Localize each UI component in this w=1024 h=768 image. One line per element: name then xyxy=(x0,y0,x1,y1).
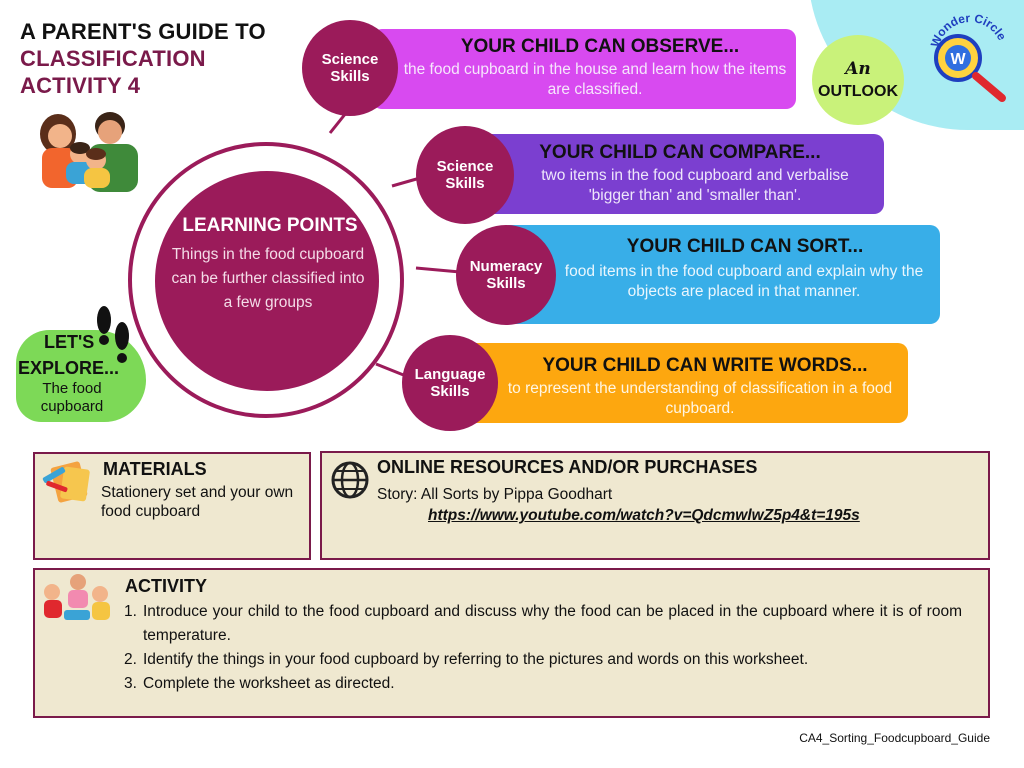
resources-box xyxy=(320,451,990,560)
activity-step-text: Introduce your child to the food cupboar… xyxy=(143,603,962,644)
outlook-an: An xyxy=(845,59,871,79)
materials-heading: MATERIALS xyxy=(103,459,207,479)
skill-bar-observe xyxy=(372,29,796,109)
outlook-word: OUTLOOK xyxy=(818,83,898,100)
materials-text: Stationery set and your own food cupboar… xyxy=(101,484,294,520)
footprints-icon xyxy=(97,306,129,363)
activity-step-number: 3. xyxy=(124,675,137,692)
activity-step-text: Complete the worksheet as directed. xyxy=(143,675,395,692)
activity-step-number: 2. xyxy=(124,651,137,668)
resources-heading: ONLINE RESOURCES AND/OR PURCHASES xyxy=(377,457,758,477)
skill-text-write: to represent the understanding of classi… xyxy=(507,380,893,417)
learning-points-text: Things in the food cupboard can be furth… xyxy=(171,246,365,311)
logo-letter: W xyxy=(950,51,966,68)
skill-text-compare: two items in the food cupboard and verba… xyxy=(541,167,849,204)
skill-heading-observe: YOUR CHILD CAN OBSERVE... xyxy=(460,36,740,57)
title-line-2: CLASSIFICATION xyxy=(20,46,206,71)
footer-filename: CA4_Sorting_Foodcupboard_Guide xyxy=(799,731,990,745)
stationery-icon xyxy=(42,461,90,503)
activity-box xyxy=(33,568,990,718)
title-line-3: ACTIVITY 4 xyxy=(20,73,141,98)
wonder-circle-logo: Wonder Circle W xyxy=(928,11,1009,102)
family-illustration xyxy=(40,112,138,192)
children-activity-icon xyxy=(44,574,110,620)
skill-circle-science-1: Science Skills xyxy=(302,20,398,116)
activity-step: 1. Introduce your child to the food cupb… xyxy=(124,600,962,648)
skill-bar-compare xyxy=(470,134,884,214)
skill-circle-science-2: Science Skills xyxy=(416,126,514,224)
skill-bar-write xyxy=(446,343,908,423)
title-line-1: A PARENT'S GUIDE TO xyxy=(20,19,266,44)
activity-step: 2. Identify the things in your food cupb… xyxy=(124,648,962,672)
resources-story: Story: All Sorts by Pippa Goodhart xyxy=(377,486,613,503)
outlook-badge: An OUTLOOK xyxy=(812,35,904,125)
explore-heading-2: EXPLORE... xyxy=(18,358,120,378)
activity-heading: ACTIVITY xyxy=(125,576,208,596)
skill-circle-language: Language Skills xyxy=(402,335,498,431)
activity-step-number: 1. xyxy=(124,603,137,620)
skill-circle-numeracy: Numeracy Skills xyxy=(456,225,556,325)
skill-bar-sort xyxy=(500,225,940,324)
skill-heading-sort: YOUR CHILD CAN SORT... xyxy=(626,236,864,257)
skill-heading-write: YOUR CHILD CAN WRITE WORDS... xyxy=(542,355,868,376)
activity-step: 3. Complete the worksheet as directed. xyxy=(124,672,962,696)
learning-points-circle xyxy=(155,171,379,391)
explore-text: The food cupboard xyxy=(40,380,104,415)
learning-points-title: LEARNING POINTS xyxy=(182,215,358,236)
activity-step-text: Identify the things in your food cupboar… xyxy=(143,651,809,668)
globe-icon xyxy=(331,461,369,499)
skill-text-sort: food items in the food cupboard and expl… xyxy=(564,263,924,300)
resources-link[interactable]: https://www.youtube.com/watch?v=QdcmwlwZ… xyxy=(428,507,860,524)
explore-heading-1: LET'S xyxy=(44,332,95,352)
activity-list: 1. Introduce your child to the food cupb… xyxy=(124,600,962,696)
skill-text-observe: the food cupboard in the house and learn… xyxy=(403,61,787,98)
skill-heading-compare: YOUR CHILD CAN COMPARE... xyxy=(539,142,821,163)
